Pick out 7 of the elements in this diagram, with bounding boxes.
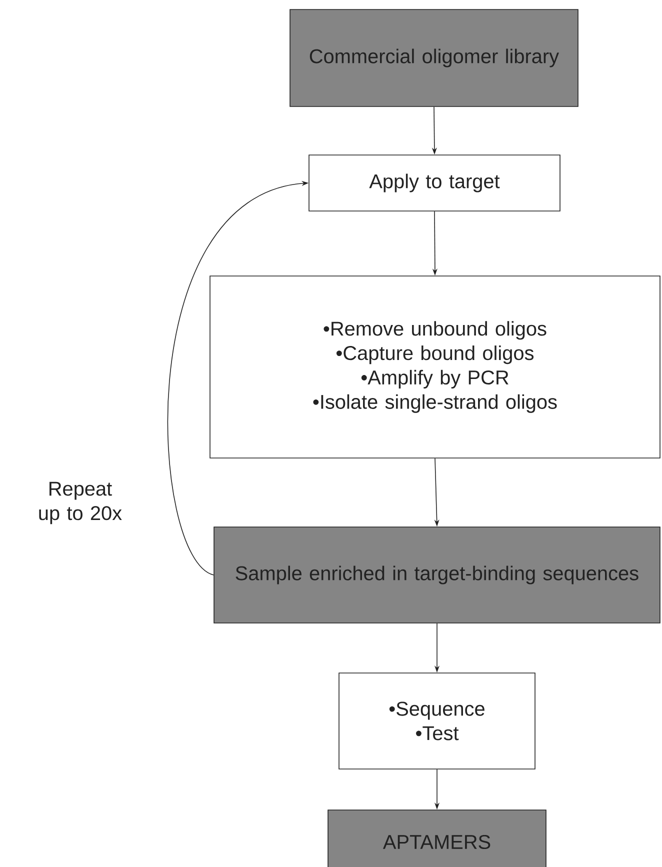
highlighted-box: Commercial oligomer library (290, 9, 578, 107)
highlighted-box: APTAMERS (328, 810, 546, 867)
process-box: Apply to target (308, 154, 560, 212)
process-box: •Remove unbound oligos •Capture bound oligos •Amplify by PCR •Isolate single-strand oligos (210, 276, 660, 458)
edge-label: Repeat up to 20x (39, 482, 122, 524)
highlighted-box: Sample enriched in target-binding sequences (214, 526, 660, 624)
process-box: •Sequence •Test (338, 672, 536, 770)
